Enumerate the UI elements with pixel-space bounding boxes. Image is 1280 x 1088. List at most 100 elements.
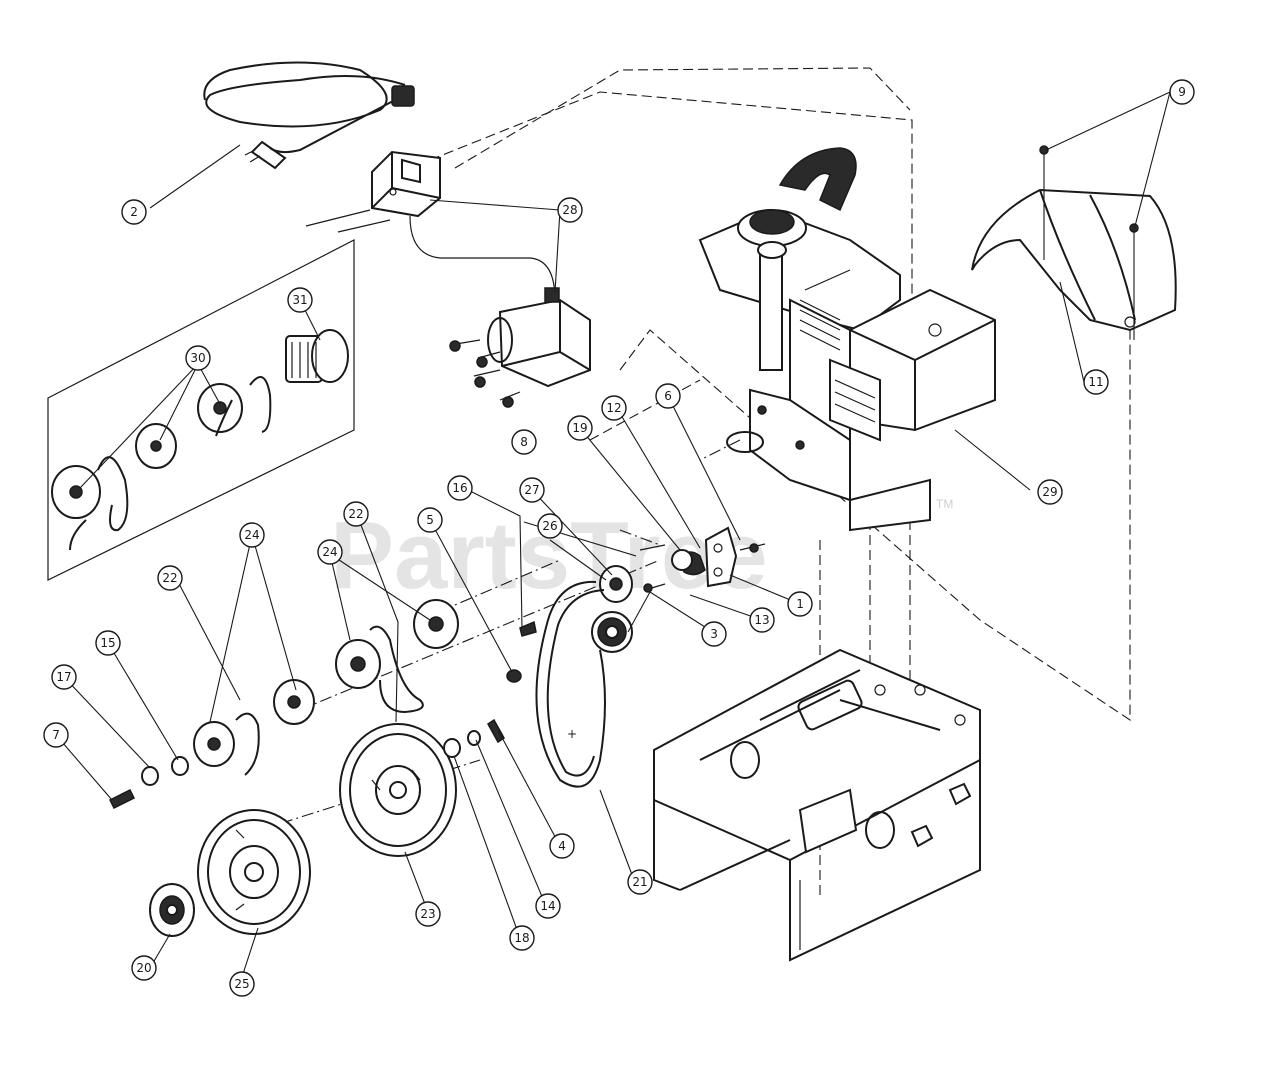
callout-circle: [121, 199, 147, 225]
callout-circle: [447, 475, 473, 501]
callout-number: 18: [514, 931, 529, 945]
callout-number: 31: [292, 293, 307, 307]
callout-circle: [417, 507, 443, 533]
callout-circle: [317, 539, 343, 565]
callout-20[interactable]: 20: [131, 955, 157, 981]
large-pulley-23: [339, 723, 457, 857]
callout-number: 2: [130, 205, 138, 219]
leader-lines: [55, 91, 1171, 984]
hub-20: [149, 883, 195, 937]
callout-circle: [509, 925, 535, 951]
callout-number: 25: [234, 977, 249, 991]
callout-circle: [1083, 369, 1109, 395]
callout-number: 9: [1178, 85, 1186, 99]
callout-11[interactable]: 11: [1083, 369, 1109, 395]
callout-22b[interactable]: 22: [157, 565, 183, 591]
callout-7[interactable]: 7: [43, 722, 69, 748]
callout-circle: [537, 513, 563, 539]
callout-17[interactable]: 17: [51, 664, 77, 690]
callout-number: 16: [452, 481, 467, 495]
callout-number: 8: [520, 435, 528, 449]
callout-number: 29: [1042, 485, 1057, 499]
callout-9[interactable]: 9: [1169, 79, 1195, 105]
callout-6[interactable]: 6: [655, 383, 681, 409]
callout-15[interactable]: 15: [95, 630, 121, 656]
callout-circle: [627, 869, 653, 895]
optional-kit-inset: [47, 239, 355, 581]
callout-circle: [1037, 479, 1063, 505]
callout-circle: [343, 501, 369, 527]
callout-number: 6: [664, 389, 672, 403]
callout-number: 19: [572, 421, 587, 435]
callout-1[interactable]: 1: [787, 591, 813, 617]
chassis-frame: [653, 648, 981, 962]
callout-31[interactable]: 31: [287, 287, 313, 313]
callout-circle: [287, 287, 313, 313]
callout-circle: [95, 630, 121, 656]
watermark-tm: TM: [936, 497, 953, 511]
callout-18[interactable]: 18: [509, 925, 535, 951]
callout-26[interactable]: 26: [537, 513, 563, 539]
callout-16a[interactable]: 16: [447, 475, 473, 501]
callout-number: 21: [632, 875, 647, 889]
callout-number: 7: [52, 728, 60, 742]
inset-pulley-3: [197, 383, 243, 433]
engine: [698, 147, 996, 532]
callout-number: 1: [796, 597, 804, 611]
callout-number: 30: [190, 351, 205, 365]
callout-19[interactable]: 19: [567, 415, 593, 441]
callout-circle: [157, 565, 183, 591]
callout-number: 12: [606, 401, 621, 415]
belt-cover: [971, 145, 1177, 340]
callout-circle: [787, 591, 813, 617]
drive-bracket: [639, 526, 766, 593]
callout-8[interactable]: 8: [511, 429, 537, 455]
inset-pulley-2: [135, 423, 177, 469]
callout-circle: [229, 971, 255, 997]
callout-24b[interactable]: 24: [317, 539, 343, 565]
callout-circle: [1169, 79, 1195, 105]
callout-28[interactable]: 28: [557, 197, 583, 223]
callout-circle: [655, 383, 681, 409]
callout-number: 22: [162, 571, 177, 585]
callout-3[interactable]: 3: [701, 621, 727, 647]
callout-5[interactable]: 5: [417, 507, 443, 533]
callout-30[interactable]: 30: [185, 345, 211, 371]
auger-pulleys: [193, 599, 459, 776]
svg-text:+: +: [567, 727, 577, 741]
idler-pulley: [591, 565, 633, 653]
callout-14[interactable]: 14: [535, 893, 561, 919]
callout-2[interactable]: 2: [121, 199, 147, 225]
callout-circle: [511, 429, 537, 455]
callout-25[interactable]: 25: [229, 971, 255, 997]
callout-24a[interactable]: 24: [239, 522, 265, 548]
callout-number: 26: [542, 519, 557, 533]
callout-circle: [415, 901, 441, 927]
callout-number: 3: [710, 627, 718, 641]
inset-filter: [285, 329, 349, 383]
callout-circle: [185, 345, 211, 371]
callout-13[interactable]: 13: [749, 607, 775, 633]
callout-number: 14: [540, 899, 555, 913]
callout-22a[interactable]: 22: [343, 501, 369, 527]
callout-21[interactable]: 21: [627, 869, 653, 895]
callout-29[interactable]: 29: [1037, 479, 1063, 505]
callout-4[interactable]: 4: [549, 833, 575, 859]
callout-circle: [239, 522, 265, 548]
callout-27[interactable]: 27: [519, 477, 545, 503]
callout-number: 23: [420, 907, 435, 921]
callout-23[interactable]: 23: [415, 901, 441, 927]
callout-number: 15: [100, 636, 115, 650]
callout-number: 28: [562, 203, 577, 217]
electric-starter: [449, 287, 591, 408]
callout-circle: [749, 607, 775, 633]
small-hardware: [108, 620, 537, 810]
callout-circle: [549, 833, 575, 859]
callout-circle: [519, 477, 545, 503]
callout-12[interactable]: 12: [601, 395, 627, 421]
callout-number: 22: [348, 507, 363, 521]
switch-box: [305, 150, 556, 301]
callout-circle: [557, 197, 583, 223]
